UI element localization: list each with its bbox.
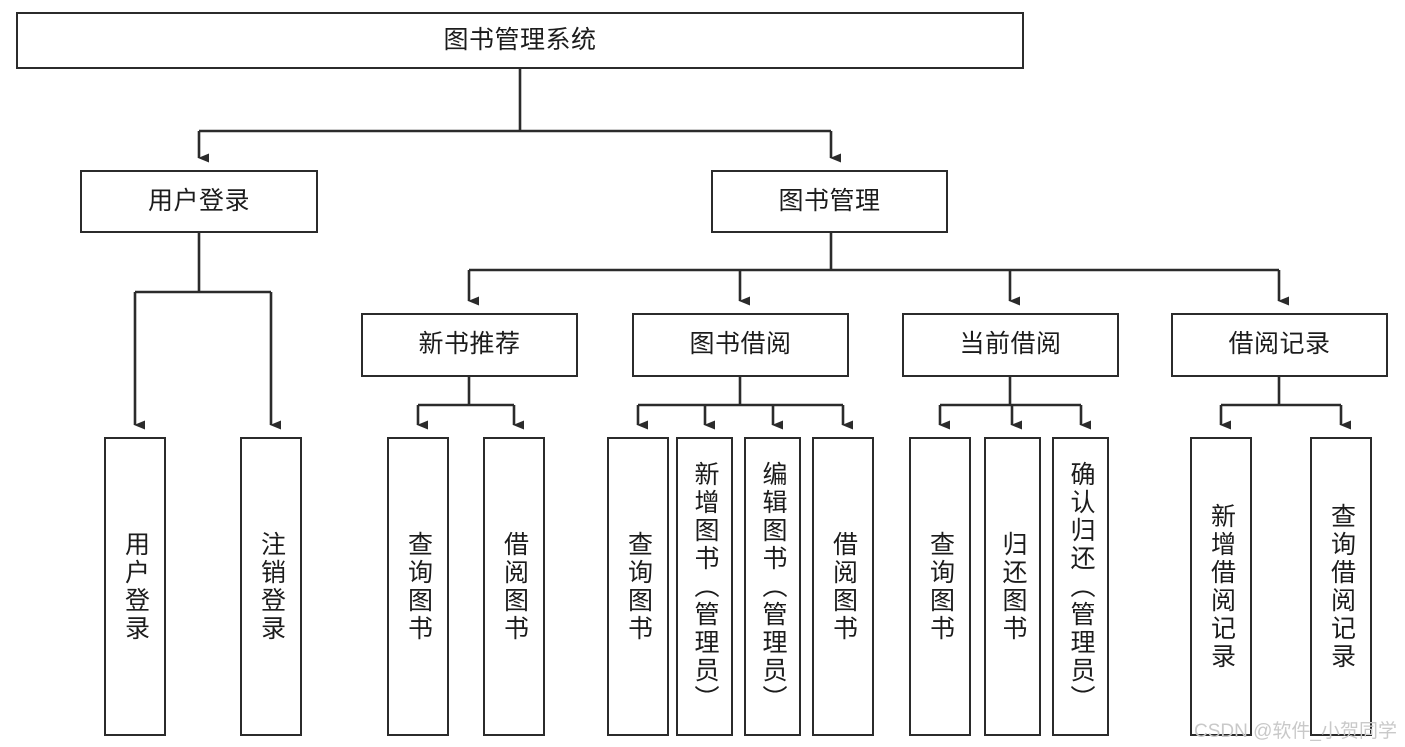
node-book-management-label: 图书管理	[778, 186, 881, 215]
node-current-borrow[interactable]: 当前借阅	[902, 313, 1119, 377]
leaf-borrow-book-rec-label: 借阅图书	[500, 530, 529, 643]
leaf-logout-login[interactable]: 注销登录	[240, 437, 302, 736]
node-new-book-recommend[interactable]: 新书推荐	[361, 313, 578, 377]
leaf-query-book-current[interactable]: 查询图书	[909, 437, 971, 736]
csdn-watermark: CSDN @软件_小贺同学	[1194, 721, 1397, 742]
node-current-borrow-label: 当前借阅	[959, 330, 1062, 359]
leaf-query-borrow-record-label: 查询借阅记录	[1327, 502, 1356, 671]
node-borrow-records[interactable]: 借阅记录	[1171, 313, 1388, 377]
node-borrow-records-label: 借阅记录	[1228, 330, 1331, 359]
leaf-edit-book-admin-label: 编辑图书（管理员）	[759, 460, 787, 713]
leaf-query-book-rec[interactable]: 查询图书	[387, 437, 449, 736]
leaf-add-borrow-record[interactable]: 新增借阅记录	[1190, 437, 1252, 736]
leaf-return-book[interactable]: 归还图书	[984, 437, 1041, 736]
leaf-add-book-admin-label: 新增图书（管理员）	[691, 460, 719, 713]
leaf-confirm-return-admin-label: 确认归还（管理员）	[1067, 460, 1095, 713]
leaf-user-login[interactable]: 用户登录	[104, 437, 166, 736]
leaf-edit-book-admin[interactable]: 编辑图书（管理员）	[744, 437, 801, 736]
node-user-login[interactable]: 用户登录	[80, 170, 318, 233]
leaf-confirm-return-admin[interactable]: 确认归还（管理员）	[1052, 437, 1109, 736]
leaf-user-login-label: 用户登录	[121, 530, 150, 643]
leaf-logout-login-label: 注销登录	[257, 530, 286, 643]
leaf-query-book-borrow-label: 查询图书	[624, 530, 653, 643]
leaf-query-book-borrow[interactable]: 查询图书	[607, 437, 669, 736]
leaf-query-book-current-label: 查询图书	[926, 530, 955, 643]
leaf-query-borrow-record[interactable]: 查询借阅记录	[1310, 437, 1372, 736]
leaf-borrow-book-label: 借阅图书	[829, 530, 858, 643]
node-root[interactable]: 图书管理系统	[16, 12, 1024, 69]
node-book-management[interactable]: 图书管理	[711, 170, 948, 233]
leaf-add-borrow-record-label: 新增借阅记录	[1207, 502, 1236, 671]
leaf-query-book-rec-label: 查询图书	[404, 530, 433, 643]
node-book-borrow-label: 图书借阅	[689, 330, 792, 359]
leaf-borrow-book[interactable]: 借阅图书	[812, 437, 874, 736]
node-root-label: 图书管理系统	[443, 25, 597, 54]
leaf-borrow-book-rec[interactable]: 借阅图书	[483, 437, 545, 736]
leaf-return-book-label: 归还图书	[999, 530, 1027, 643]
node-book-borrow[interactable]: 图书借阅	[632, 313, 849, 377]
node-new-book-recommend-label: 新书推荐	[418, 330, 521, 359]
leaf-add-book-admin[interactable]: 新增图书（管理员）	[676, 437, 733, 736]
node-user-login-label: 用户登录	[147, 186, 250, 215]
